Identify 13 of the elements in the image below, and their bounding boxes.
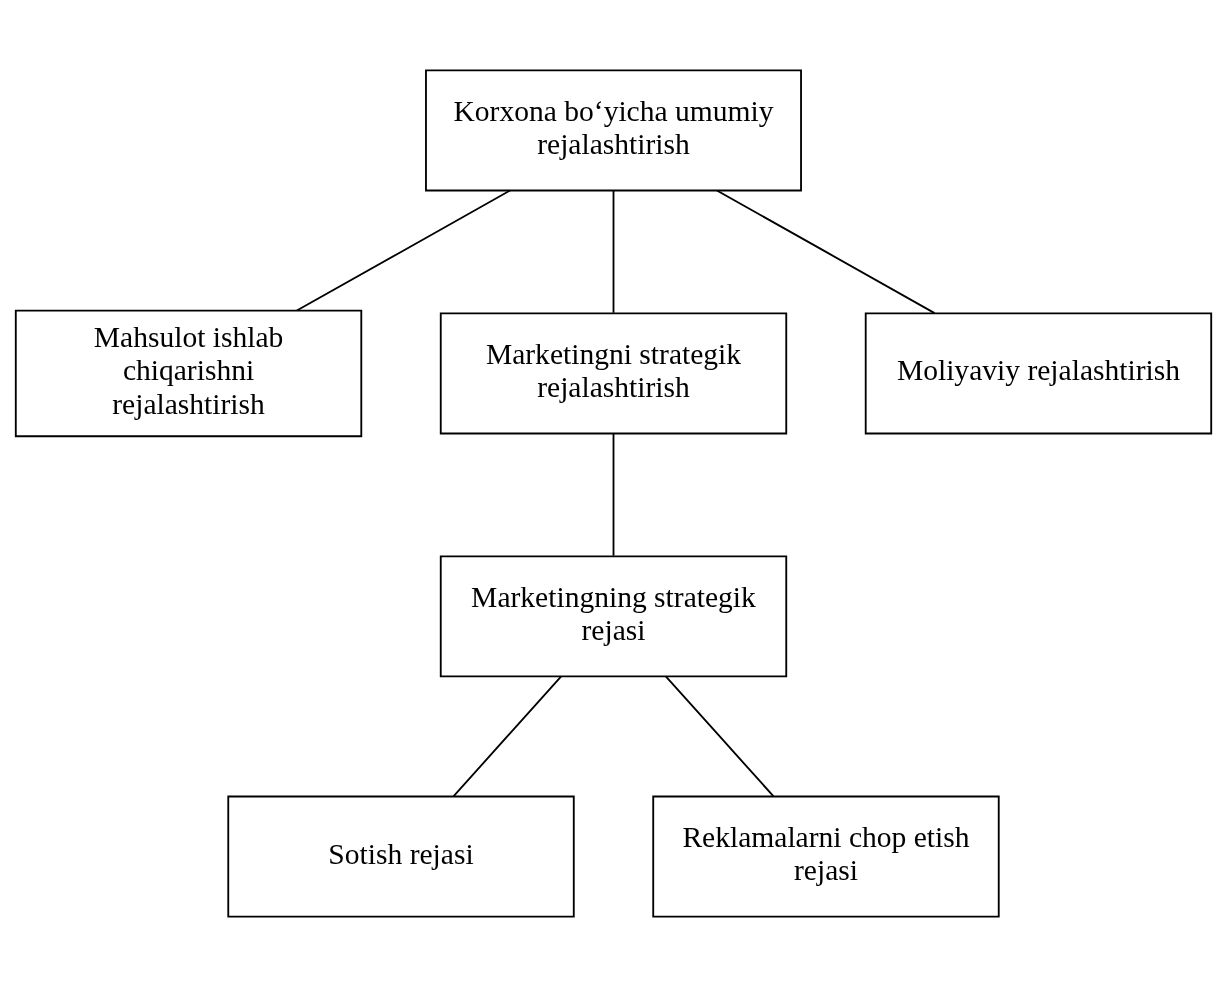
node-box: Sotish rejasi xyxy=(227,795,575,918)
connector xyxy=(452,675,562,798)
connector xyxy=(612,189,615,314)
connector xyxy=(612,432,615,557)
node-box: Marketingning strategik rejasi xyxy=(439,555,788,678)
connector xyxy=(716,189,936,314)
node-box: Korxona bo‘yicha umumiy rejalashtirish xyxy=(425,69,802,192)
connector xyxy=(295,189,511,312)
node-box: Moliyaviy rejalashtirish xyxy=(864,312,1213,435)
node-box: Marketingni strategik rejalashtirish xyxy=(439,312,788,435)
node-box: Reklamalarni chop etish rejasi xyxy=(652,795,1000,918)
connector xyxy=(665,675,775,798)
node-box: Mahsulot ishlab chiqarishni rejalashtirish xyxy=(14,309,363,438)
